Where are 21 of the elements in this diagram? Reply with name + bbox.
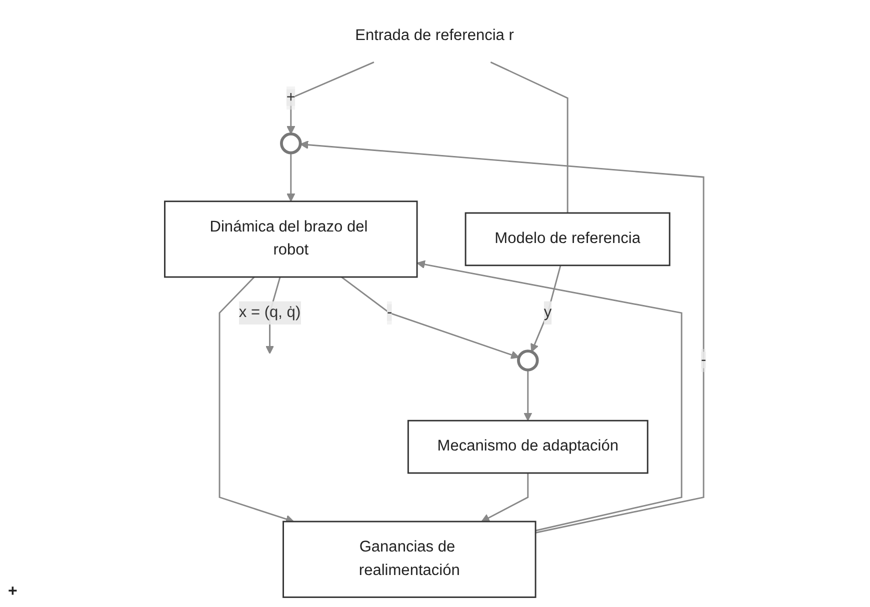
node-circle — [280, 132, 302, 154]
node-box: Ganancias de realimentación — [282, 520, 536, 598]
arrow — [340, 276, 519, 359]
edge-label: + — [286, 89, 295, 106]
node-box: Dinámica del brazo del robot — [164, 200, 418, 278]
node-box: Mecanismo de adaptación — [406, 420, 648, 474]
arrow — [530, 265, 561, 352]
node-circle — [516, 350, 538, 372]
edge-label: - — [700, 352, 706, 368]
edge-label: x = (q, q̇) — [238, 304, 300, 321]
node-text: Entrada de referencia r — [354, 27, 514, 44]
connector — [490, 62, 568, 213]
edge-label: - — [386, 304, 392, 321]
arrow — [286, 152, 295, 202]
edge-label: y — [543, 304, 552, 321]
arrow — [480, 473, 528, 522]
node-box: Modelo de referencia — [464, 212, 670, 266]
arrow — [299, 140, 704, 534]
sign-label: + — [8, 583, 18, 600]
arrow — [523, 370, 532, 422]
arrow — [416, 260, 682, 532]
